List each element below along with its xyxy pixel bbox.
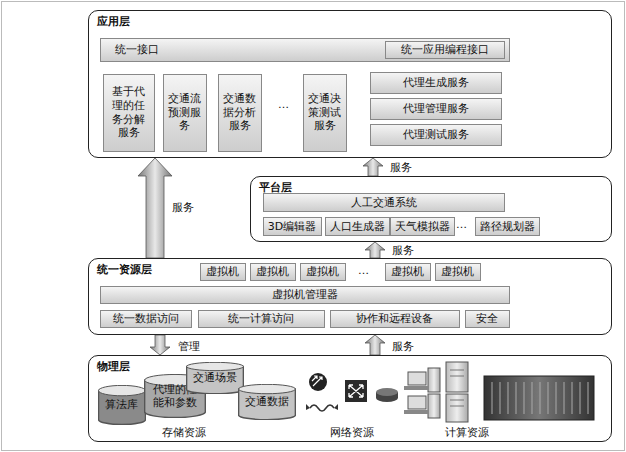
box-label: 基于代理的任务分解服务 <box>112 85 145 140</box>
box-label: 统一数据访问 <box>113 311 179 326</box>
service-box: 虚拟机 <box>385 263 431 281</box>
box-label: 代理管理服务 <box>403 101 469 116</box>
service-box: 虚拟机 <box>250 263 296 281</box>
arrow-label: 服务 <box>170 200 196 215</box>
box-label: 人工交通系统 <box>351 195 417 210</box>
service-box: 3D编辑器 <box>263 217 322 236</box>
service-box: 安全 <box>465 310 510 328</box>
service-box: 统一应用编程接口 <box>385 41 505 59</box>
computer-icons <box>404 362 594 422</box>
box-label: 交通数据 <box>239 395 295 407</box>
ellipsis-label: … <box>456 218 467 231</box>
service-box: 协作和远程设备 <box>330 310 460 328</box>
box-label: 协作和远程设备 <box>356 311 433 326</box>
box-label: 交通场景 <box>187 371 243 383</box>
box-label: 交通流预测服务 <box>168 92 201 133</box>
box-label: 安全 <box>476 311 498 326</box>
box-label: 天气模拟器 <box>395 219 450 234</box>
box-label: 路径规划器 <box>480 219 535 234</box>
box-label: 交通决策测试服务 <box>308 92 341 133</box>
box-label: 交通数据分析服务 <box>223 92 256 133</box>
service-box: 统一数据访问 <box>100 310 192 328</box>
block-arrow <box>363 158 383 176</box>
box-label: 代理生成服务 <box>403 75 469 90</box>
service-box: 虚拟机 <box>435 263 481 281</box>
arrow-label: 服务 <box>390 243 416 258</box>
service-box: 人工交通系统 <box>263 193 505 212</box>
box-label: 虚拟机 <box>256 264 289 279</box>
box-label: 虚拟机 <box>391 264 424 279</box>
block-arrow <box>365 335 385 355</box>
cylinder-top <box>186 362 243 370</box>
resource-caption: 计算资源 <box>445 425 489 440</box>
box-label: 统一接口 <box>115 42 159 57</box>
service-box: 人口生成器 <box>325 217 390 236</box>
box-label: 统一应用编程接口 <box>401 42 489 57</box>
arrow-label: 服务 <box>388 160 414 175</box>
resource-caption: 网络资源 <box>330 425 374 440</box>
box-label: 3D编辑器 <box>268 219 316 234</box>
block-arrow <box>150 335 170 355</box>
box-label: 算法库 <box>99 398 144 410</box>
block-arrow <box>138 158 172 258</box>
service-box: 基于代理的任务分解服务 <box>103 74 155 152</box>
service-box: 交通决策测试服务 <box>303 74 347 152</box>
service-box: 代理生成服务 <box>370 72 502 94</box>
network-icons <box>306 373 398 411</box>
layer-title: 统一资源层 <box>97 262 152 277</box>
box-label: 代理测试服务 <box>403 127 469 142</box>
block-arrow <box>365 242 385 258</box>
layer-panel: 统一资源层 虚拟机 虚拟机 虚拟机 虚拟机 虚拟机虚拟机管理器统一数据访问 统一计算访问 协作… <box>88 258 612 335</box>
service-box: 交通流预测服务 <box>163 74 207 152</box>
box-label: 统一计算访问 <box>228 311 294 326</box>
service-box: 天气模拟器 <box>390 217 455 236</box>
service-box: 虚拟机 <box>300 263 346 281</box>
resource-caption: 存储资源 <box>162 425 206 440</box>
box-label: 虚拟机 <box>441 264 474 279</box>
storage-cylinder: 算法库 <box>98 385 146 425</box>
storage-cylinder: 交通数据 <box>238 384 296 420</box>
cylinder-top <box>98 385 145 395</box>
layer-title: 物理层 <box>97 359 130 374</box>
service-box: 代理管理服务 <box>370 98 502 120</box>
layer-panel: 应用层统一接口 统一应用编程接口基于代理的任务分解服务交通流预测服务交通数据分析服… <box>88 10 612 158</box>
box-label: 虚拟机管理器 <box>272 287 338 302</box>
service-box: 交通数据分析服务 <box>218 74 262 152</box>
service-box: 虚拟机 <box>200 263 246 281</box>
service-box: 统一计算访问 <box>198 310 325 328</box>
box-label: 虚拟机 <box>206 264 239 279</box>
ellipsis-label: … <box>358 264 369 277</box>
storage-cylinder: 交通场景 <box>186 362 244 394</box>
service-box: 虚拟机管理器 <box>100 286 510 304</box>
layer-panel: 平台层人工交通系统3D编辑器人口生成器天气模拟器路径规划器 <box>250 176 612 242</box>
box-label: 人口生成器 <box>330 219 385 234</box>
service-box: 代理测试服务 <box>370 124 502 146</box>
layer-title: 应用层 <box>97 14 130 29</box>
service-box: 路径规划器 <box>475 217 540 236</box>
arrow-label: 管理 <box>176 339 202 354</box>
cylinder-top <box>238 384 295 393</box>
ellipsis-label: … <box>278 98 289 111</box>
box-label: 虚拟机 <box>306 264 339 279</box>
service-box: 统一接口 统一应用编程接口 <box>100 38 510 62</box>
arrow-label: 服务 <box>390 339 416 354</box>
